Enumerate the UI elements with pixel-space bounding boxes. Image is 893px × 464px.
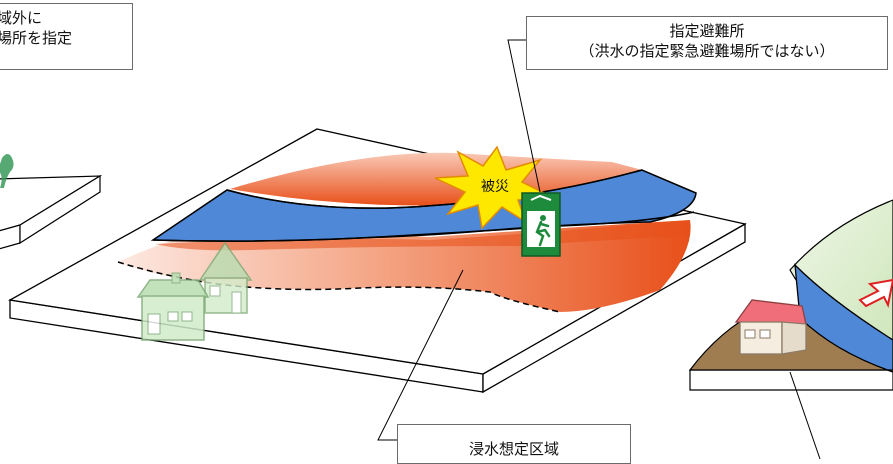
flood-area-label: 浸水想定区域 (468, 440, 559, 458)
explosion-burst-icon (434, 145, 555, 230)
shelter-label-box: 指定避難所 （洪水の指定緊急避難場所ではない） (526, 16, 888, 70)
house-icon (734, 299, 807, 355)
disaster-label: 被災 (481, 179, 509, 195)
flood-boundary-dashed (117, 261, 561, 313)
shelter-label-line2: （洪水の指定緊急避難場所ではない） (579, 42, 835, 60)
emergency-exit-sign-icon (521, 192, 561, 257)
top-left-label-line2: 場所を指定 (0, 29, 73, 47)
shelter-label-line1: 指定避難所 (669, 22, 745, 40)
main-plate (8, 128, 747, 394)
tree-icon (0, 154, 14, 188)
top-left-label-box: 域外に 場所を指定 (0, 3, 133, 70)
top-left-label-line1: 域外に (0, 9, 43, 27)
house-icon (136, 272, 210, 341)
left-plate (0, 154, 103, 250)
house-icon (198, 241, 253, 314)
leader-lines (377, 39, 821, 459)
right-plate (688, 199, 893, 391)
flood-area-label-box: 浸水想定区域 (397, 424, 631, 464)
red-arrow-icon (858, 278, 893, 309)
